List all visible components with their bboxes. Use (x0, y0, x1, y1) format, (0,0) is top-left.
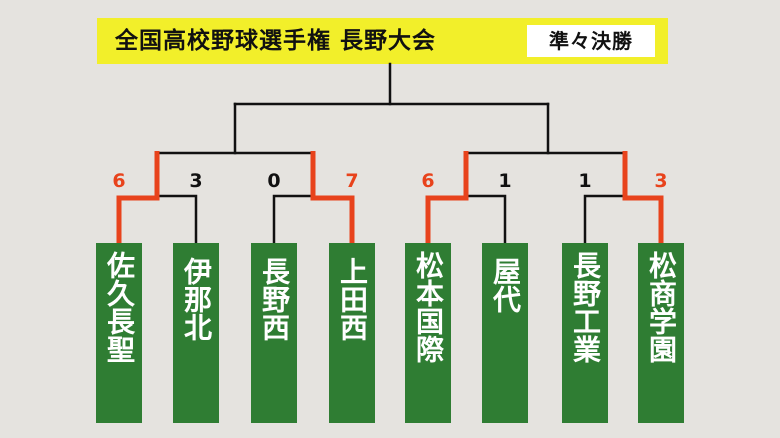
team-name: 松本国際 (412, 251, 445, 363)
team-box-naganonishi: 長野西 (251, 243, 297, 423)
score-inakita: 3 (189, 170, 203, 192)
score-matsumotokokusai: 6 (421, 170, 435, 192)
winner-line-matsumotokokusai (425, 151, 469, 243)
team-name: 佐久長聖 (103, 251, 136, 363)
team-box-matsumotokokusai: 松本国際 (405, 243, 451, 423)
round-badge: 準々決勝 (527, 25, 655, 57)
score-naganokogyo: 1 (578, 170, 592, 192)
loser-line-naganokogyo (583, 194, 627, 245)
title-banner: 全国高校野球選手権 長野大会 準々決勝 (97, 18, 668, 64)
score-uedanishi: 7 (345, 170, 359, 192)
winner-line-sakuchosei (116, 151, 160, 243)
score-sakuchosei: 6 (112, 170, 126, 192)
team-box-inakita: 伊那北 (173, 243, 219, 423)
team-box-yashiro: 屋代 (482, 243, 528, 423)
score-naganonishi: 0 (267, 170, 281, 192)
team-box-sakuchosei: 佐久長聖 (96, 243, 142, 423)
team-name: 松商学園 (645, 251, 678, 363)
score-yashiro: 1 (498, 170, 512, 192)
team-name: 上田西 (336, 257, 369, 341)
winner-line-matsushogakuen (622, 151, 664, 243)
team-box-matsushogakuen: 松商学園 (638, 243, 684, 423)
team-box-naganokogyo: 長野工業 (562, 243, 608, 423)
loser-line-inakita (155, 194, 198, 245)
score-matsushogakuen: 3 (654, 170, 668, 192)
team-box-uedanishi: 上田西 (329, 243, 375, 423)
team-name: 長野西 (258, 257, 291, 341)
team-name: 長野工業 (569, 251, 602, 363)
loser-line-naganonishi (272, 194, 315, 245)
tournament-title: 全国高校野球選手権 長野大会 (115, 28, 437, 54)
winner-line-uedanishi (310, 151, 355, 243)
team-name: 伊那北 (180, 257, 213, 341)
loser-line-yashiro (464, 194, 507, 245)
team-name: 屋代 (489, 257, 522, 313)
